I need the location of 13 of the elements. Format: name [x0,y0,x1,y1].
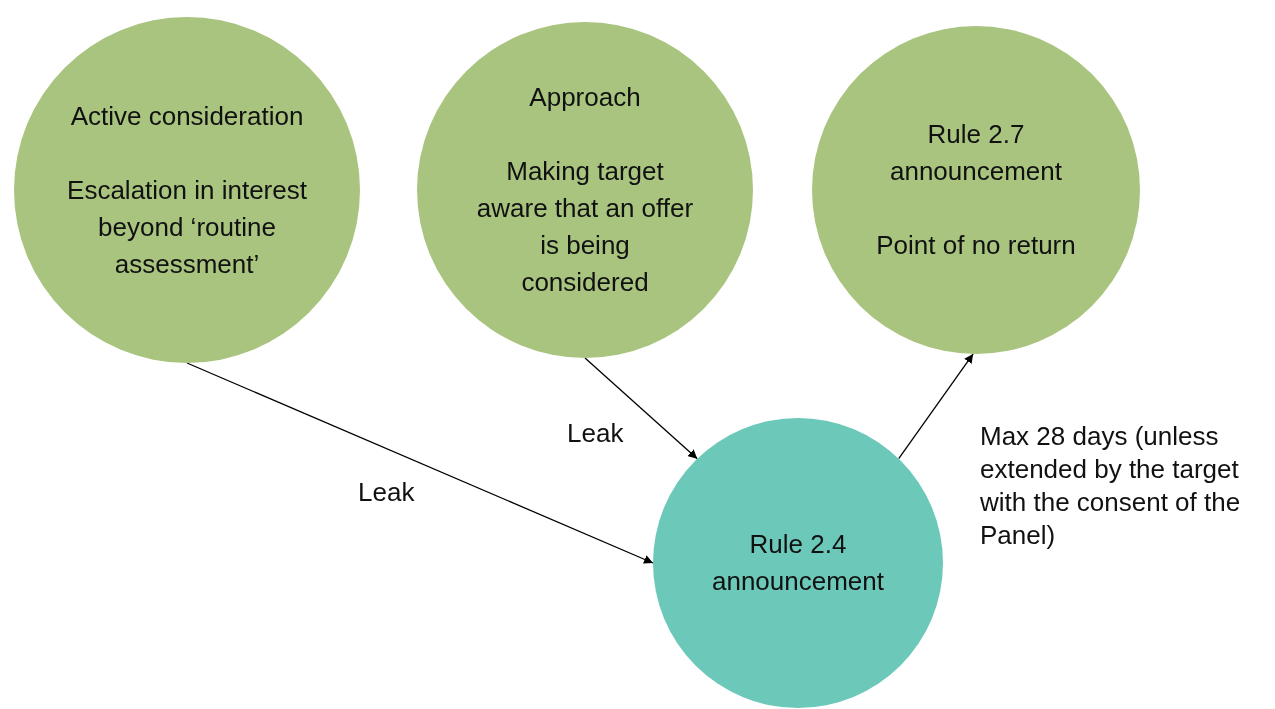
edge-label: Leak [567,417,624,450]
node-description: Point of no return [876,229,1076,262]
node-description: Making target aware that an offer is being considered [475,155,695,299]
arrow [186,362,654,564]
node-title: Active consideration [70,99,304,133]
node-description: Escalation in interest beyond ‘routine assessment’ [67,173,307,281]
edge-label: Leak [358,476,415,509]
node-title: Approach [529,81,641,114]
arrow [898,353,974,460]
edge-label: Max 28 days (unless extended by the target with the consent of the Panel) [980,420,1242,552]
arrow [584,357,698,460]
node-title: Rule 2.7 announcement [889,118,1063,188]
node-title: Rule 2.4 announcement [711,528,885,598]
